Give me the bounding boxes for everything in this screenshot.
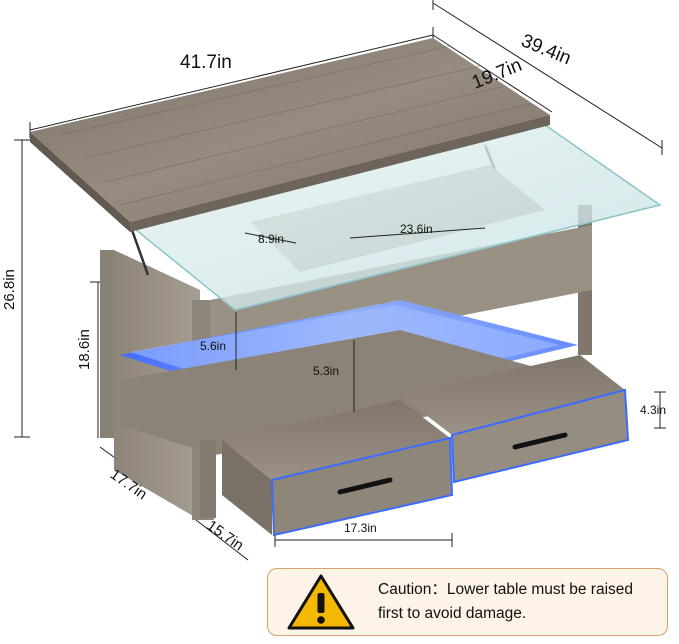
shelf-width-label: 23.6in	[400, 222, 433, 236]
drawer-width-label: 17.3in	[344, 521, 377, 535]
table-top	[30, 38, 550, 232]
drawer-depth-label: 15.7in	[203, 517, 246, 554]
table-frame	[100, 205, 600, 520]
overall-width-label: 39.4in	[518, 30, 574, 69]
caution-box: Caution：Lower table must be raised first…	[267, 568, 668, 636]
drawer-height-label: 4.3in	[640, 403, 666, 417]
overall-height-label: 26.8in	[1, 269, 18, 310]
shelf-depth-label: 8.9in	[258, 232, 284, 246]
right-drawer	[400, 355, 630, 484]
open-shelf-height-label: 5.3in	[313, 364, 339, 378]
lift-height-label: 18.6in	[76, 329, 93, 370]
caution-text: Caution：Lower table must be raised first…	[378, 581, 634, 622]
warning-triangle-icon	[287, 574, 355, 630]
top-length-label: 41.7in	[180, 52, 232, 73]
shelf-dimension-lines	[235, 227, 486, 412]
left-drawer	[222, 400, 454, 537]
compartment-height-label: 5.6in	[200, 339, 226, 353]
